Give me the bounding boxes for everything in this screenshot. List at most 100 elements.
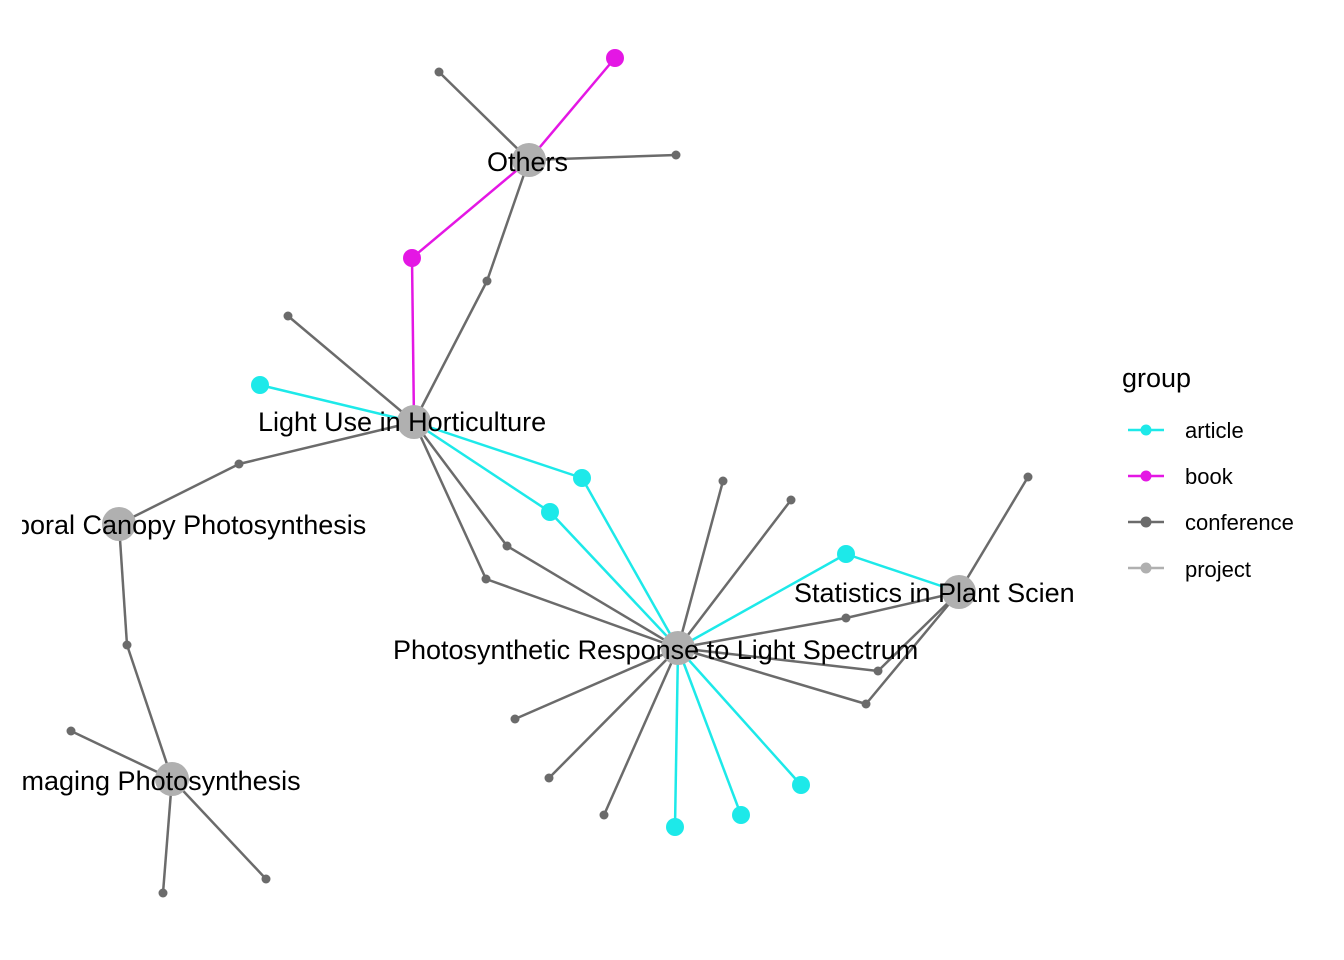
node-conference <box>502 541 512 551</box>
labels-layer: Others Light Use in Horticulture Tempora… <box>0 147 1103 796</box>
node-conference <box>510 714 520 724</box>
hub-label-statistics: Statistics in Plant Science <box>794 578 1103 608</box>
legend-item-conference: conference <box>1128 510 1294 535</box>
edge-book <box>528 57 616 161</box>
edge-conference <box>161 778 174 894</box>
edge-article <box>673 647 680 828</box>
edge-conference <box>412 421 488 580</box>
legend-key-conference-dot <box>1140 516 1152 528</box>
edge-conference <box>238 420 415 466</box>
edge-conference <box>677 499 792 649</box>
edge-article <box>580 477 680 649</box>
hub-node-statistics <box>942 575 976 609</box>
legend-key-project-dot <box>1140 562 1152 574</box>
edge-conference <box>957 476 1030 593</box>
edge-conference <box>865 591 960 705</box>
legend-title: group <box>1122 363 1191 393</box>
edges-layer <box>70 57 1030 894</box>
edge-conference <box>506 544 679 650</box>
edge-conference <box>676 480 725 649</box>
node-conference <box>434 67 444 77</box>
node-article <box>837 545 855 563</box>
edge-article <box>677 552 847 650</box>
edge-conference <box>548 647 679 779</box>
node-conference <box>873 666 883 676</box>
edge-conference <box>485 577 679 650</box>
legend: group article book conference project <box>1122 363 1294 582</box>
graph-panel: Others Light Use in Horticulture Tempora… <box>0 49 1103 898</box>
edge-article <box>676 647 743 816</box>
node-book <box>606 49 624 67</box>
hub-label-spectrum: Photosynthetic Response to Light Spectru… <box>393 635 918 665</box>
edge-conference <box>413 421 508 547</box>
node-article <box>251 376 269 394</box>
edge-book <box>410 257 416 423</box>
node-conference <box>234 459 244 469</box>
hub-label-canopy: Temporal Canopy Photosynthesis <box>0 510 366 540</box>
node-conference <box>1023 472 1033 482</box>
hub-node-spectrum <box>661 631 695 665</box>
hub-label-imaging: Imaging Photosynthesis <box>14 766 301 796</box>
legend-label-conference: conference <box>1185 510 1294 535</box>
edge-conference <box>171 778 267 880</box>
edge-conference <box>677 616 847 650</box>
legend-item-project: project <box>1128 557 1251 582</box>
edge-book <box>411 159 530 259</box>
hub-node-imaging <box>155 762 189 796</box>
node-conference <box>158 888 168 898</box>
edge-article <box>259 383 415 424</box>
node-conference <box>122 640 132 650</box>
node-article <box>792 776 810 794</box>
edge-conference <box>287 315 415 423</box>
edge-article <box>845 552 960 594</box>
node-conference <box>718 476 728 486</box>
node-article <box>666 818 684 836</box>
node-conference <box>283 311 293 321</box>
hub-label-light-use: Light Use in Horticulture <box>258 407 546 437</box>
edge-conference <box>677 646 867 706</box>
legend-label-book: book <box>1185 464 1234 489</box>
edge-conference <box>485 159 531 282</box>
edge-article <box>413 420 583 480</box>
node-conference <box>261 874 271 884</box>
legend-label-article: article <box>1185 418 1244 443</box>
nodes-layer <box>66 49 1033 898</box>
node-conference <box>599 810 609 820</box>
node-conference <box>544 773 554 783</box>
node-conference <box>861 699 871 709</box>
edge-conference <box>118 462 240 526</box>
edge-article <box>413 420 551 514</box>
node-conference <box>786 495 796 505</box>
node-article <box>573 469 591 487</box>
legend-item-article: article <box>1128 418 1244 443</box>
node-article <box>541 503 559 521</box>
node-conference <box>841 613 851 623</box>
edge-conference <box>677 646 879 673</box>
edge-article <box>549 511 679 649</box>
edge-conference <box>70 729 173 781</box>
edge-conference <box>877 591 960 672</box>
edge-conference <box>117 523 129 646</box>
edge-conference <box>412 280 489 423</box>
node-article <box>732 806 750 824</box>
hub-label-others: Others <box>487 147 568 177</box>
legend-key-article-dot <box>1140 424 1152 436</box>
edge-conference <box>602 647 680 816</box>
legend-key-book-dot <box>1140 470 1152 482</box>
edge-conference <box>514 646 679 721</box>
node-conference <box>481 574 491 584</box>
edge-conference <box>125 644 174 780</box>
hub-node-canopy <box>102 507 136 541</box>
edge-article <box>677 647 802 786</box>
hub-node-light-use <box>397 405 431 439</box>
hub-node-others <box>512 143 546 177</box>
legend-item-book: book <box>1128 464 1234 489</box>
edge-conference <box>438 71 530 161</box>
node-book <box>403 249 421 267</box>
node-conference <box>482 276 492 286</box>
edge-conference <box>845 590 960 620</box>
node-conference <box>66 726 76 736</box>
node-conference <box>671 150 681 160</box>
legend-label-project: project <box>1185 557 1251 582</box>
